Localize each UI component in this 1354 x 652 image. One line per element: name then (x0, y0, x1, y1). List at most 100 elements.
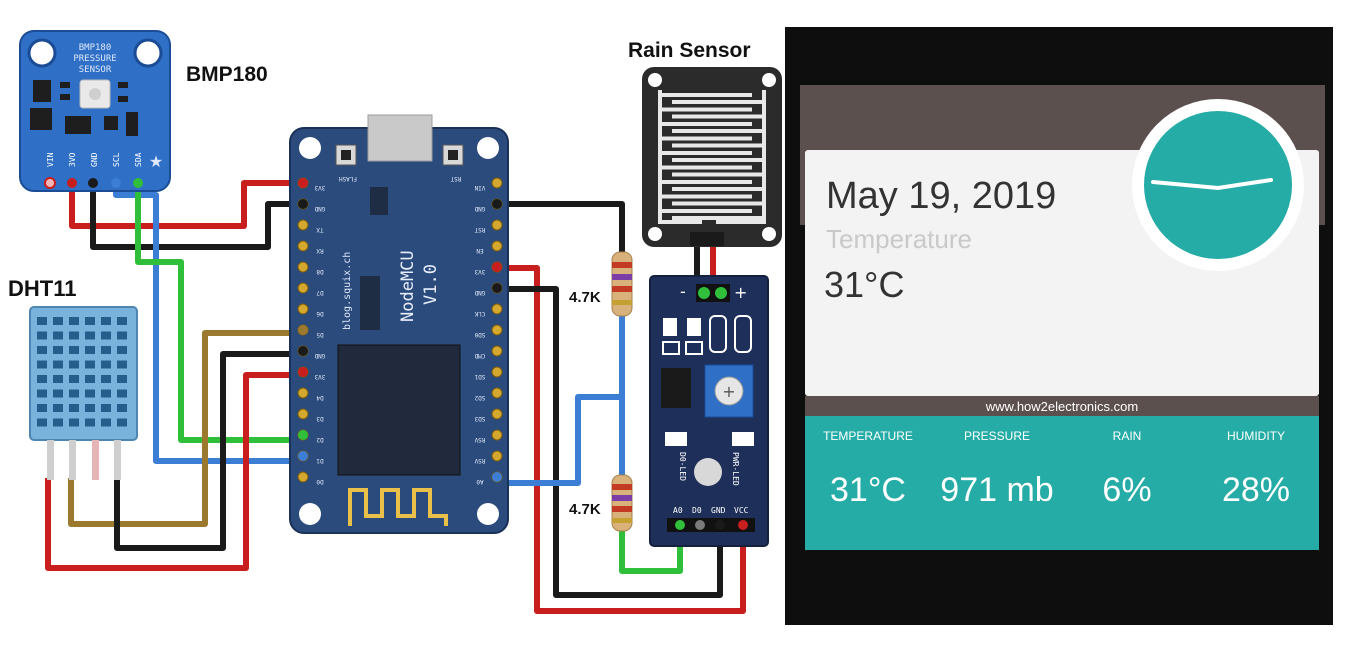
bmp-pin-gnd: GND (90, 152, 99, 167)
vent-slot (117, 346, 127, 354)
vent-slot (101, 317, 111, 325)
pin-label-left: D6 (316, 310, 324, 317)
bmp-pin-vin: VIN (46, 152, 55, 167)
vent-slot (85, 418, 95, 427)
wire-endpoint (298, 346, 308, 356)
stat-value-pressure: 971 mb (940, 471, 1053, 509)
header-pin (297, 261, 309, 273)
pin-label-left: D7 (316, 289, 324, 296)
wire-endpoint (298, 367, 308, 377)
header-pin (491, 345, 503, 357)
vent-slot (85, 360, 95, 369)
chip-reg (360, 276, 380, 330)
pin-label-left: D1 (316, 457, 324, 464)
vent-slot (37, 375, 47, 383)
chip-small (370, 187, 388, 215)
header-pin (491, 387, 503, 399)
vent-slot (85, 346, 95, 354)
wire-dht-data-brown (68, 330, 303, 527)
temperature-value: 31°C (824, 264, 904, 305)
nodemcu-name: NodeMCU (398, 250, 418, 322)
vent-slot (69, 418, 79, 427)
vent-slot (37, 404, 47, 412)
pin-label-left: GND (314, 205, 325, 212)
pin-label-right: RSV (474, 457, 485, 464)
header-pin (297, 387, 309, 399)
vent-slot (117, 317, 127, 325)
pin-label-left: GND (314, 352, 325, 359)
vent-slot (117, 404, 127, 412)
label-rain-sensor: Rain Sensor (628, 39, 751, 62)
module-pin-d0: D0 (692, 506, 702, 515)
bmp-board-title-2: PRESSURE (73, 54, 116, 64)
pin-label-right: GND (474, 205, 485, 212)
vent-slot (53, 389, 63, 398)
vent-slot (53, 317, 63, 325)
vent-slot (85, 404, 95, 412)
vent-slot (101, 418, 111, 427)
star-icon: ★ (149, 152, 163, 171)
wire-endpoint (298, 178, 308, 188)
temperature-label: Temperature (826, 224, 972, 254)
label-dht11: DHT11 (8, 276, 76, 301)
wire-divider-green (619, 528, 683, 574)
pin-label-right: RSV (474, 436, 485, 443)
stats-panel (805, 416, 1319, 550)
header-pin (491, 219, 503, 231)
pin-label-right: CLK (474, 310, 485, 317)
wire-endpoint (298, 430, 308, 440)
pin-label-right: VIN (474, 184, 485, 191)
rain-sensor-plate (642, 67, 782, 247)
vent-slot (69, 317, 79, 325)
header-pin (491, 240, 503, 252)
header-pin (297, 282, 309, 294)
module-pin-vcc: VCC (734, 506, 749, 515)
wire-endpoint (298, 451, 308, 461)
header-pin (297, 303, 309, 315)
pin-label-left: D2 (316, 436, 324, 443)
vent-slot (117, 418, 127, 427)
vent-slot (117, 389, 127, 398)
vent-slot (53, 331, 63, 340)
mount-hole-icon (762, 73, 776, 87)
vent-slot (53, 375, 63, 383)
mount-hole-icon (299, 503, 321, 525)
pin-label-right: CMD (474, 352, 485, 359)
label-bmp180: BMP180 (186, 63, 268, 86)
module-pin-gnd: GND (711, 506, 726, 515)
header-pin (297, 240, 309, 252)
wire-vin-black-top (497, 201, 625, 252)
pin-label-right: EN (476, 247, 484, 254)
mount-hole-icon (648, 227, 662, 241)
vent-slot (53, 360, 63, 369)
pin-label-left: D3 (316, 415, 324, 422)
wire-endpoint (492, 472, 502, 482)
stat-value-humidity: 28% (1222, 471, 1290, 509)
vent-slot (101, 375, 111, 383)
wire-dht-gnd-black (114, 351, 303, 551)
rain-module-minus: - (680, 282, 686, 301)
vent-slot (85, 331, 95, 340)
trace-right (716, 90, 766, 224)
pin-label-left: 3V3 (314, 184, 325, 191)
clock-icon (1144, 111, 1292, 259)
pin-label-left: D8 (316, 268, 324, 275)
pin-label-right: SD3 (474, 415, 485, 422)
date-text: May 19, 2019 (826, 175, 1056, 217)
pin-label-right: SD0 (474, 331, 485, 338)
pin-label-right: A0 (476, 478, 484, 485)
wire-endpoint (298, 325, 308, 335)
nodemcu-version: V1.0 (421, 264, 441, 305)
pin-label-left: TX (316, 226, 324, 233)
vent-slot (117, 375, 127, 383)
pin-label-right: SD2 (474, 394, 485, 401)
vent-slot (69, 375, 79, 383)
pwr-led-label: PWR-LED (731, 452, 740, 486)
vent-slot (101, 331, 111, 340)
stat-label-pressure: PRESSURE (964, 429, 1030, 443)
bmp-pin-sda: SDA (134, 152, 143, 167)
website-url: www.how2electronics.com (985, 399, 1138, 414)
stat-value-rain: 6% (1102, 471, 1151, 509)
mount-hole-icon (299, 137, 321, 159)
pin-label-left: D4 (316, 394, 324, 401)
